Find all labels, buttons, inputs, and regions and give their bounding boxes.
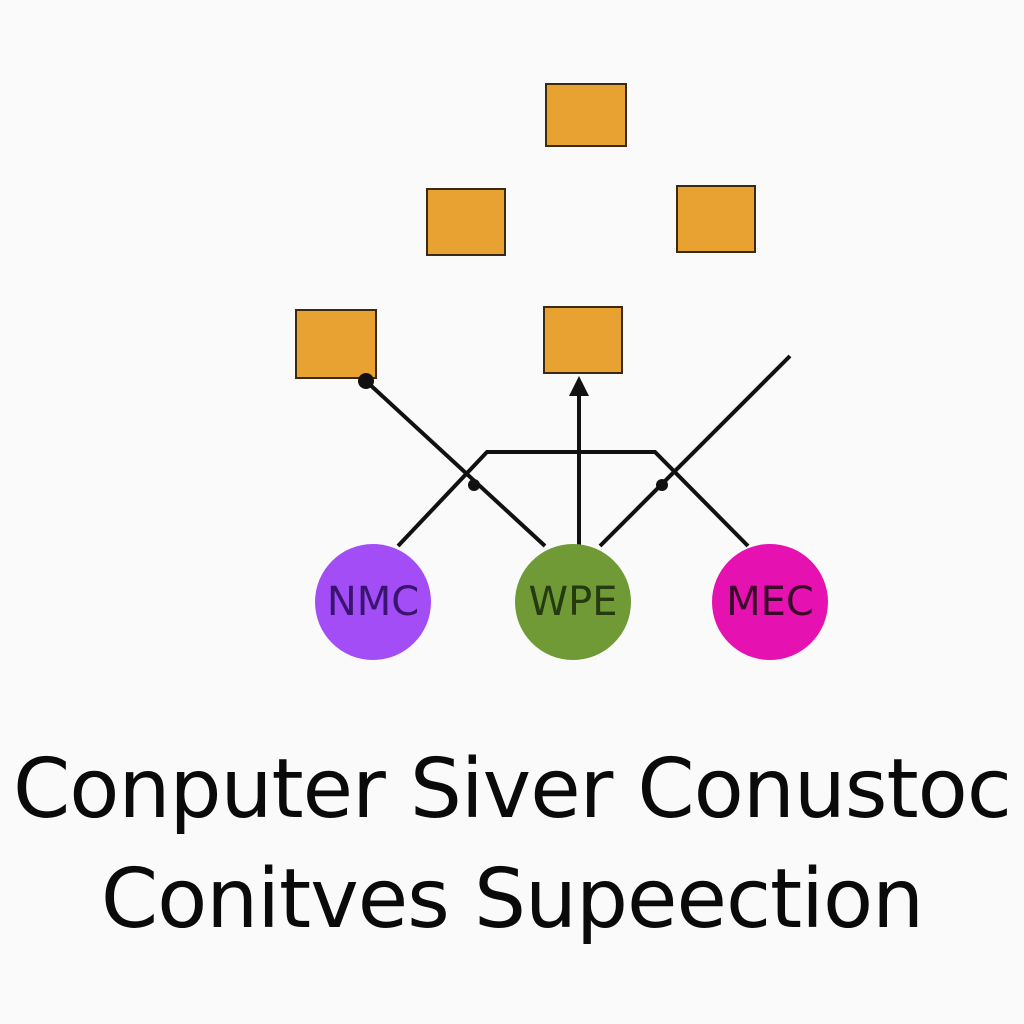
circle-node-wpe: WPE [515, 544, 631, 660]
box-low-left [295, 309, 377, 379]
circle-label: NMC [327, 579, 419, 625]
caption-line-2: Conitves Supeection [100, 852, 924, 947]
circle-node-nmc: NMC [315, 544, 431, 660]
caption-line-1: Conputer Siver Conustoc [13, 742, 1012, 837]
circle-label: WPE [529, 579, 618, 625]
edge-bridge-nmc-mec [396, 450, 750, 548]
box-low-center [543, 306, 623, 374]
junction-dot-left [468, 479, 480, 491]
box-mid-left [426, 188, 506, 256]
edge-start-dot [358, 373, 374, 389]
junction-dot-right [656, 479, 668, 491]
box-mid-right [676, 185, 756, 253]
edge-left-box-to-wpe [364, 379, 547, 548]
circle-node-mec: MEC [712, 544, 828, 660]
box-top [545, 83, 627, 147]
edge-right-to-wpe [598, 354, 792, 548]
circle-label: MEC [726, 579, 814, 625]
